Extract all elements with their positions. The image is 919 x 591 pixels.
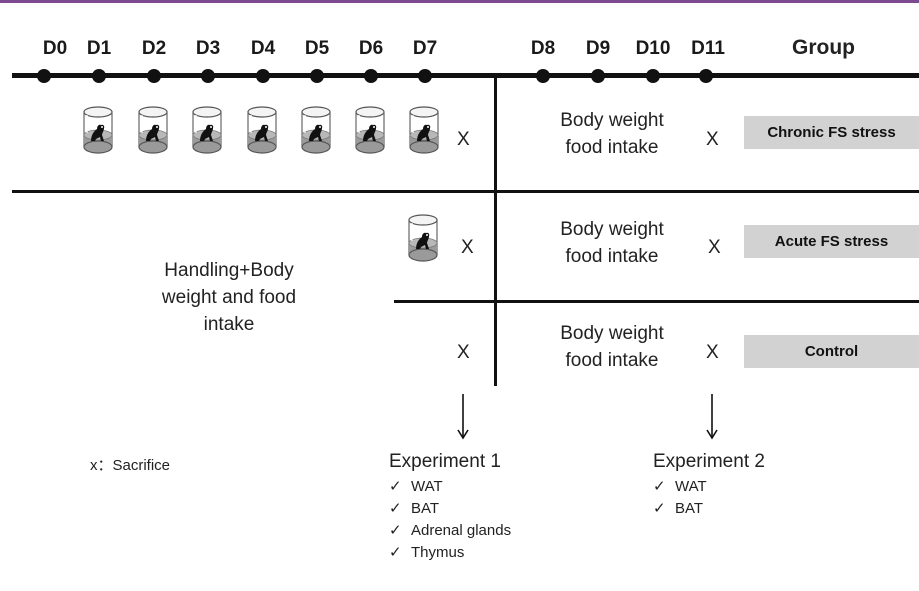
experiment-title: Experiment 1: [389, 451, 501, 472]
checklist-item-label: WAT: [675, 478, 707, 495]
day-dot: [37, 69, 51, 83]
swim-cylinder-icon: [354, 105, 386, 157]
measure-line: Body weight: [560, 323, 664, 344]
phase-divider: [494, 76, 497, 386]
swim-cylinder-icon: [408, 105, 440, 157]
checklist-item-label: Thymus: [411, 544, 465, 561]
day-label-d4: D4: [250, 38, 276, 59]
sacrifice-marker: X: [706, 129, 719, 150]
day-dot: [418, 69, 432, 83]
check-icon: ✓: [653, 500, 666, 517]
day-dot: [364, 69, 378, 83]
day-label-d1: D1: [86, 38, 112, 59]
checklist-item-label: WAT: [411, 478, 443, 495]
swim-cylinder-icon: [407, 213, 439, 265]
day-dot: [201, 69, 215, 83]
group-label-acute: Acute FS stress: [744, 225, 919, 258]
day-dot: [646, 69, 660, 83]
measure-label: Body weight food intake: [538, 107, 686, 161]
experiment-2-checklist: ✓ WAT ✓ BAT: [653, 476, 765, 520]
swim-cylinder-icon: [246, 105, 278, 157]
day-label-d11: D11: [691, 38, 725, 59]
check-icon: ✓: [389, 522, 402, 539]
sacrifice-marker: X: [457, 342, 470, 363]
day-dot: [591, 69, 605, 83]
day-dot: [256, 69, 270, 83]
day-label-d10: D10: [635, 38, 671, 59]
checklist-item-label: Adrenal glands: [411, 522, 512, 539]
handling-line: intake: [203, 314, 255, 335]
measure-label: Body weight food intake: [538, 320, 686, 374]
day-dot: [92, 69, 106, 83]
measure-line: Body weight: [560, 219, 664, 240]
sacrifice-marker: X: [457, 129, 470, 150]
sacrifice-marker: X: [708, 237, 721, 258]
measure-line: food intake: [565, 137, 659, 158]
checklist-item: ✓ Adrenal glands: [389, 520, 511, 542]
swim-cylinder-icon: [300, 105, 332, 157]
handling-description: Handling+Body weight and food intake: [144, 257, 314, 338]
experiment-1: Experiment 1 ✓ WAT ✓ BAT ✓ Adrenal glands ✓…: [389, 451, 511, 564]
sacrifice-legend: x：Sacrifice: [90, 457, 171, 474]
down-arrow-icon: [457, 394, 469, 440]
checklist-item: ✓ WAT: [653, 476, 765, 498]
day-dot: [310, 69, 324, 83]
checklist-item: ✓ Thymus: [389, 542, 511, 564]
day-dot: [699, 69, 713, 83]
check-icon: ✓: [389, 544, 402, 561]
day-label-d9: D9: [585, 38, 611, 59]
day-dot: [147, 69, 161, 83]
checklist-item: ✓ WAT: [389, 476, 511, 498]
group-header: Group: [792, 36, 855, 59]
swim-cylinder-icon: [191, 105, 223, 157]
day-label-d6: D6: [358, 38, 384, 59]
swim-cylinder-icon: [82, 105, 114, 157]
measure-label: Body weight food intake: [538, 216, 686, 270]
checklist-item-label: BAT: [411, 500, 440, 517]
checklist-item-label: BAT: [675, 500, 704, 517]
day-dot: [536, 69, 550, 83]
day-label-d8: D8: [530, 38, 556, 59]
row-divider-1: [12, 190, 919, 193]
day-label-d5: D5: [304, 38, 330, 59]
sacrifice-marker: X: [706, 342, 719, 363]
day-label-d7: D7: [412, 38, 438, 59]
swim-cylinder-icon: [137, 105, 169, 157]
group-label-chronic: Chronic FS stress: [744, 116, 919, 149]
day-label-d0: D0: [42, 38, 68, 59]
check-icon: ✓: [389, 500, 402, 517]
experiment-1-checklist: ✓ WAT ✓ BAT ✓ Adrenal glands ✓ Thymus: [389, 476, 511, 564]
group-label-control: Control: [744, 335, 919, 368]
down-arrow-icon: [706, 394, 718, 440]
day-label-d3: D3: [195, 38, 221, 59]
measure-line: food intake: [565, 350, 659, 371]
check-icon: ✓: [389, 478, 402, 495]
experiment-2: Experiment 2 ✓ WAT ✓ BAT: [653, 451, 765, 520]
handling-line: weight and food: [161, 287, 297, 308]
timeline-axis: [12, 73, 919, 78]
checklist-item: ✓ BAT: [389, 498, 511, 520]
measure-line: Body weight: [560, 110, 664, 131]
row-divider-2: [394, 300, 919, 303]
checklist-item: ✓ BAT: [653, 498, 765, 520]
check-icon: ✓: [653, 478, 666, 495]
sacrifice-marker: X: [461, 237, 474, 258]
measure-line: food intake: [565, 246, 659, 267]
top-rule: [0, 0, 919, 3]
handling-line: Handling+Body: [164, 260, 294, 281]
experiment-title: Experiment 2: [653, 451, 765, 472]
day-label-d2: D2: [141, 38, 167, 59]
